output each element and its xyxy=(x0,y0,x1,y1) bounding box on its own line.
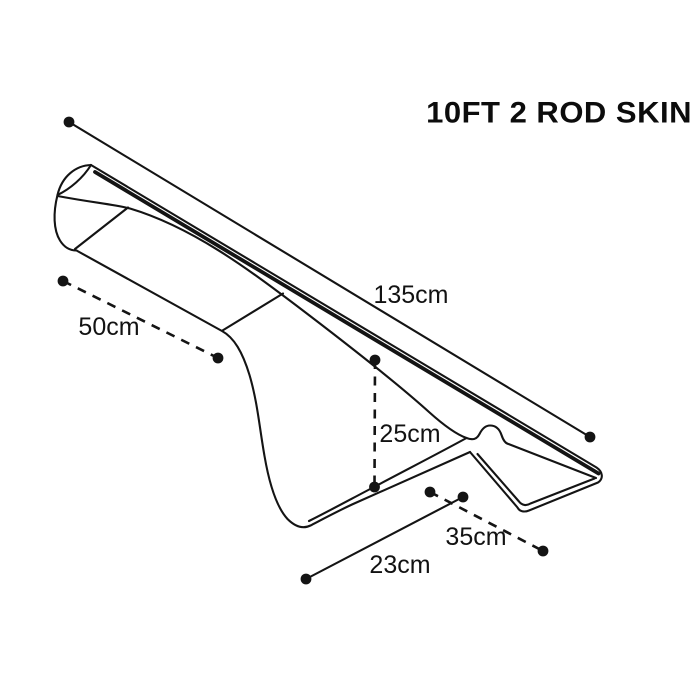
top-edge-tip-and-flap xyxy=(89,163,603,513)
dimension-endpoint-dot xyxy=(300,573,312,585)
dimension-line-height xyxy=(373,359,377,488)
dimension-line-length xyxy=(67,120,592,439)
dimension-endpoint-dot xyxy=(63,116,75,128)
dimension-endpoint-dot xyxy=(369,354,381,366)
dimension-endpoint-dot xyxy=(369,481,380,493)
dimension-endpoint-dot xyxy=(212,352,224,364)
dim-label-height: 25cm xyxy=(379,420,440,448)
rod-skin-outline xyxy=(53,163,603,529)
dimension-endpoint-dot xyxy=(537,545,549,557)
dimension-line-base-width xyxy=(304,495,465,581)
dimension-endpoint-dot xyxy=(424,486,436,498)
dim-label-base-width: 23cm xyxy=(369,551,430,579)
mouth-cap-outline xyxy=(53,163,93,252)
mouth-opening-lens xyxy=(56,163,93,197)
seam-line-middle xyxy=(221,292,285,332)
dimension-endpoint-dot xyxy=(57,275,69,287)
dim-label-length: 135cm xyxy=(373,281,448,309)
dim-label-opening-drop: 50cm xyxy=(78,313,139,341)
dimension-line-opening-drop xyxy=(62,279,219,360)
flap-inner-hem xyxy=(476,452,596,507)
dimension-endpoint-dot xyxy=(457,491,469,503)
dimension-endpoint-dot xyxy=(584,431,596,443)
product-title: 10FT 2 ROD SKIN xyxy=(426,96,692,130)
dim-label-flap-width: 35cm xyxy=(445,523,506,551)
body-bottom-outer-edge xyxy=(75,249,472,529)
dimension-callouts: 135cm 50cm 25cm 35cm 23cm xyxy=(57,116,596,585)
face-swoosh-notch-fold xyxy=(56,194,598,480)
seam-line-front xyxy=(73,206,130,251)
dimension-line-flap-width xyxy=(429,490,544,553)
top-fold-thick-line xyxy=(93,170,601,476)
